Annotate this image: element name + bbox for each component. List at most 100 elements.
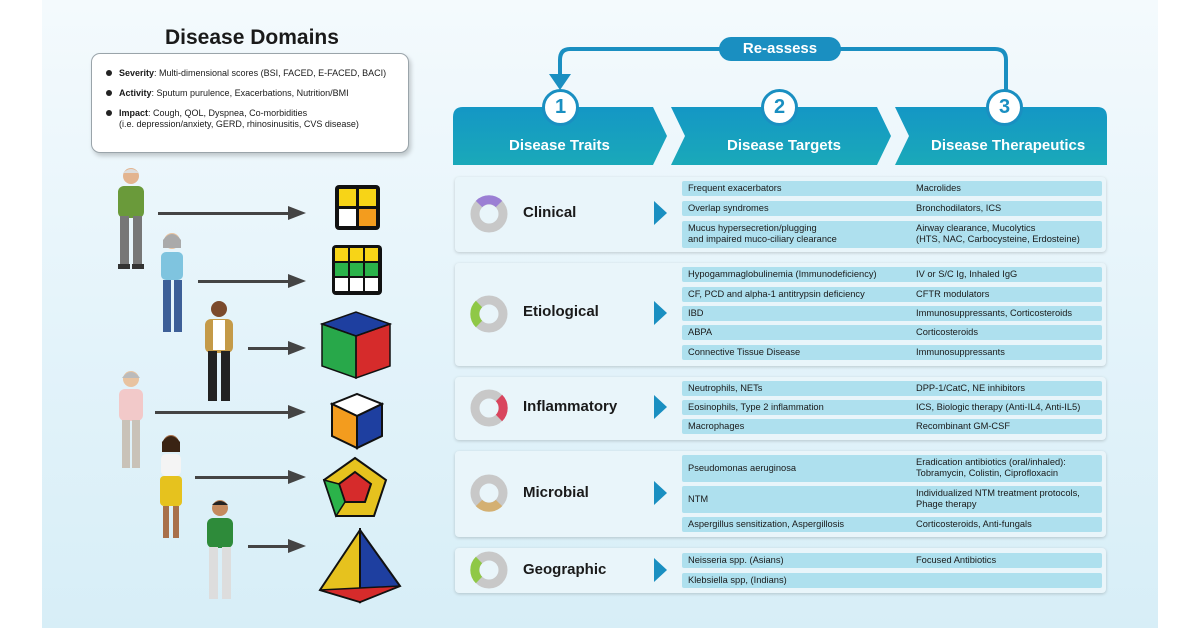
person-elderly-man-icon <box>118 168 144 269</box>
table-row: IBD Immunosuppressants, Corticosteroids <box>682 306 1102 321</box>
ring-microbial-icon <box>470 474 508 512</box>
table-row: Neisseria spp. (Asians) Focused Antibioti… <box>682 553 1102 568</box>
item-text: : Cough, QOL, Dyspnea, Co-morbidities <box>148 108 308 118</box>
triangle-arrow-icon <box>654 481 667 505</box>
row-therapy: Corticosteroids, Anti-fungals <box>916 519 1032 529</box>
ring-etiological-icon <box>470 295 508 333</box>
arrow-icon <box>155 405 306 419</box>
item-text: : Sputum purulence, Exacerbations, Nutri… <box>151 88 349 98</box>
item-label: Activity <box>119 88 152 98</box>
row-therapy: Immunosuppressants, Corticosteroids <box>916 308 1073 318</box>
item-label: Severity <box>119 68 155 78</box>
domain-name: Clinical <box>523 204 577 221</box>
arrow-icon <box>195 470 306 484</box>
person-elderly-woman-icon <box>119 371 143 468</box>
row-target-2: and impaired muco-ciliary clearance <box>688 234 837 244</box>
person-man-green-icon <box>207 500 233 599</box>
row-target: Neisseria spp. (Asians) <box>688 555 784 565</box>
domain-item-activity: Activity: Sputum purulence, Exacerbation… <box>106 88 398 99</box>
rubiks-cube-3x3-icon <box>332 245 382 295</box>
arrow-icon <box>248 341 306 355</box>
row-target: NTM <box>688 494 709 504</box>
ring-inflammatory-icon <box>470 389 508 427</box>
row-target: CF, PCD and alpha-1 antitrypsin deficien… <box>688 289 865 299</box>
domain-block-clinical: Clinical Frequent exacerbators Macrolides… <box>455 177 1106 252</box>
row-target: Hypogammaglobulinemia (Immunodeficiency) <box>688 269 877 279</box>
table-row: Hypogammaglobulinemia (Immunodeficiency)… <box>682 267 1102 282</box>
row-therapy: Macrolides <box>916 183 961 193</box>
item-text-2: (i.e. depression/anxiety, GERD, rhinosin… <box>119 119 359 129</box>
table-row: Klebsiella spp, (Indians) <box>682 573 1102 588</box>
reassess-loop-arrow-icon <box>549 47 1008 92</box>
row-therapy: Airway clearance, Mucolytics <box>916 223 1036 233</box>
triangle-arrow-icon <box>654 301 667 325</box>
row-target: Overlap syndromes <box>688 203 769 213</box>
step-1-number: 1 <box>542 89 579 126</box>
table-row: NTM Individualized NTM treatment protocol… <box>682 486 1102 513</box>
rubiks-cube-2x2-icon <box>335 185 380 230</box>
row-therapy: Bronchodilators, ICS <box>916 203 1002 213</box>
row-therapy-2: Phage therapy <box>916 499 977 509</box>
table-row: Aspergillus sensitization, Aspergillosis… <box>682 517 1102 532</box>
domain-name: Etiological <box>523 303 599 320</box>
triangle-arrow-icon <box>654 201 667 225</box>
person-man-dark-icon <box>205 301 233 401</box>
table-row: CF, PCD and alpha-1 antitrypsin deficien… <box>682 287 1102 302</box>
row-therapy: Individualized NTM treatment protocols, <box>916 488 1080 498</box>
row-target: Macrophages <box>688 421 745 431</box>
skewb-cube-icon <box>330 392 384 450</box>
row-therapy-2: Tobramycin, Colistin, Ciprofloxacin <box>916 468 1059 478</box>
domain-name: Microbial <box>523 484 589 501</box>
table-row: Overlap syndromes Bronchodilators, ICS <box>682 201 1102 216</box>
table-row: Frequent exacerbators Macrolides <box>682 181 1102 196</box>
domain-name: Inflammatory <box>523 398 618 415</box>
person-woman-yellow-icon <box>160 435 182 538</box>
row-target: IBD <box>688 308 704 318</box>
step-3-label: Disease Therapeutics <box>931 137 1086 154</box>
megaminx-icon <box>322 456 388 518</box>
domain-item-severity: Severity: Multi-dimensional scores (BSI,… <box>106 68 398 79</box>
table-row: Connective Tissue Disease Immunosuppressa… <box>682 345 1102 360</box>
domain-block-geographic: Geographic Neisseria spp. (Asians) Focuse… <box>455 548 1106 593</box>
arrow-icon <box>158 206 306 220</box>
row-therapy: CFTR modulators <box>916 289 990 299</box>
triangle-arrow-icon <box>654 558 667 582</box>
row-therapy: Eradication antibiotics (oral/inhaled): <box>916 457 1066 467</box>
row-therapy: ICS, Biologic therapy (Anti-IL4, Anti-IL… <box>916 402 1081 412</box>
row-therapy: Focused Antibiotics <box>916 555 997 565</box>
domain-name: Geographic <box>523 561 607 578</box>
ring-clinical-icon <box>470 195 508 233</box>
row-target: Aspergillus sensitization, Aspergillosis <box>688 519 845 529</box>
row-target: Klebsiella spp, (Indians) <box>688 575 787 585</box>
row-therapy: Corticosteroids <box>916 327 979 337</box>
step-1-label: Disease Traits <box>509 137 610 154</box>
person-woman-blue-icon <box>161 233 183 332</box>
row-target: Frequent exacerbators <box>688 183 782 193</box>
bullet-icon <box>106 110 112 116</box>
arrow-icon <box>198 274 306 288</box>
step-3-number: 3 <box>986 89 1023 126</box>
row-therapy-2: (HTS, NAC, Carbocysteine, Erdosteine) <box>916 234 1080 244</box>
triangle-arrow-icon <box>654 395 667 419</box>
domain-item-impact: Impact: Cough, QOL, Dyspnea, Co-morbidit… <box>106 108 398 130</box>
step-2-number: 2 <box>761 89 798 126</box>
ring-geographic-icon <box>470 551 508 589</box>
row-therapy: Immunosuppressants <box>916 347 1005 357</box>
row-target: Mucus hypersecretion/plugging <box>688 223 817 233</box>
steps-header-band <box>453 107 1107 165</box>
rubiks-cube-4x4-icon <box>319 311 393 380</box>
bullet-icon <box>106 90 112 96</box>
item-text: : Multi-dimensional scores (BSI, FACED, … <box>154 68 387 78</box>
item-label: Impact <box>119 108 149 118</box>
row-target: Connective Tissue Disease <box>688 347 801 357</box>
arrow-icon <box>248 539 306 553</box>
